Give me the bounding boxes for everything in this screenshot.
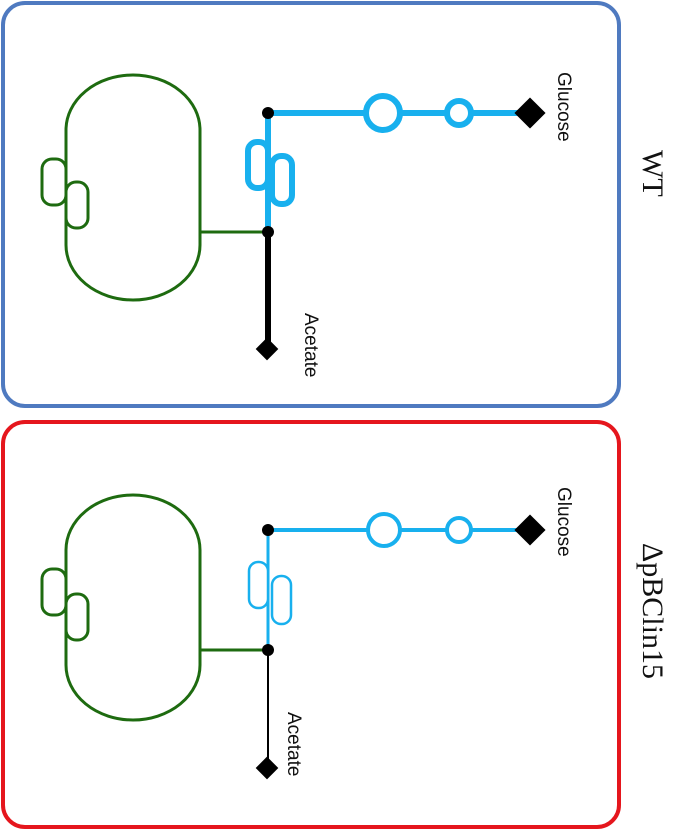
panel-wt-frame — [1, 1, 621, 408]
pathway-node-small-wt — [444, 98, 474, 128]
cell-wt-appendage-2 — [64, 180, 90, 230]
pathway-node-large-mutant — [366, 512, 402, 548]
panel-title-mutant: ΔpBClin15 — [636, 543, 669, 679]
glucose-pathway-wt — [245, 93, 528, 232]
transporter-mutant-2 — [270, 574, 293, 626]
acetate-label-wt: Acetate — [300, 313, 321, 377]
cell-mutant-appendage-1 — [40, 567, 68, 617]
cell-mutant-appendage-2 — [64, 592, 90, 642]
glucose-pathway-mutant — [247, 512, 528, 650]
acetate-diamond-mutant — [255, 756, 279, 780]
panel-title-wt: WT — [636, 150, 669, 197]
cell-mutant — [40, 493, 268, 722]
junction-node-mutant-top — [262, 524, 274, 536]
glucose-diamond-mutant — [514, 514, 546, 546]
transporter-mutant-1 — [247, 560, 270, 610]
glucose-diamond-wt — [514, 97, 546, 129]
transporter-wt-1 — [245, 139, 271, 191]
panel-mutant-frame — [1, 420, 621, 829]
cell-mutant-outline — [64, 493, 202, 722]
acetate-diamond-wt — [255, 337, 279, 361]
cell-wt — [40, 73, 268, 302]
junction-node-wt-top — [262, 107, 274, 119]
panel-wt: Glucose Acetate WT — [1, 1, 669, 408]
glucose-label-wt: Glucose — [553, 72, 574, 142]
junction-node-mutant-mid — [262, 644, 274, 656]
pathway-node-large-wt — [363, 93, 403, 133]
pathway-node-small-mutant — [445, 516, 473, 544]
cell-wt-outline — [64, 73, 202, 302]
transporter-wt-2 — [269, 153, 295, 207]
junction-node-wt-mid — [262, 226, 274, 238]
panel-mutant: Glucose Acetate ΔpBClin15 — [1, 420, 669, 829]
cell-wt-appendage-1 — [40, 157, 68, 207]
acetate-label-mutant: Acetate — [283, 712, 304, 776]
glucose-label-mutant: Glucose — [553, 487, 574, 557]
